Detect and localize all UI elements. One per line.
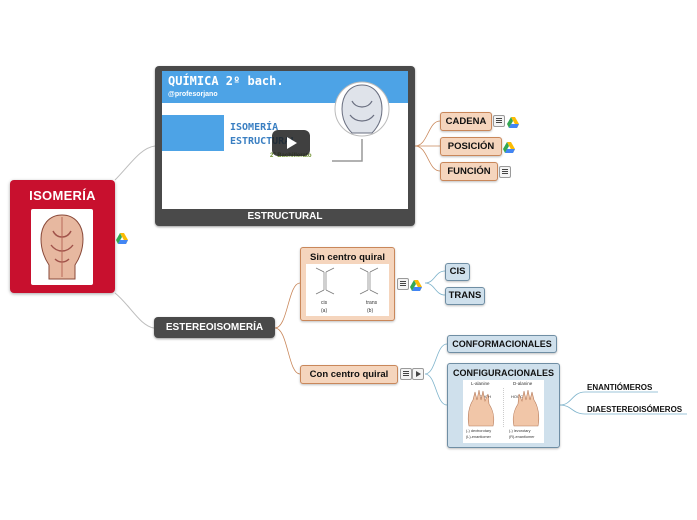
- node-sin-centro-quiral-label: Sin centro quiral: [310, 252, 385, 263]
- node-con-centro-quiral-label: Con centro quiral: [309, 369, 389, 380]
- d-rotation-label: (-) levorotary: [509, 429, 531, 433]
- node-conformacionales[interactable]: CONFORMACIONALES: [447, 335, 557, 353]
- root-title: ISOMERÍA: [29, 188, 96, 203]
- cis-caption: cis: [321, 300, 328, 306]
- node-estructural[interactable]: QUÍMICA 2º bach. @profesorjano ISOMERÍA …: [155, 66, 415, 226]
- notes-icon[interactable]: [493, 115, 505, 127]
- node-cadena[interactable]: CADENA: [440, 112, 492, 131]
- node-estereoisomeria-label: ESTEREOISOMERÍA: [165, 322, 264, 333]
- cis-trans-structure-image: cis trans (a) (b): [306, 264, 389, 316]
- video-subtitle: @profesorjano: [168, 91, 218, 98]
- d-alanine-label: D-alanine: [513, 381, 533, 386]
- video-small-text: 2º Bachillerato: [270, 153, 312, 159]
- google-drive-icon[interactable]: [507, 115, 519, 128]
- video-thumbnail[interactable]: QUÍMICA 2º bach. @profesorjano ISOMERÍA …: [162, 71, 408, 209]
- node-con-centro-quiral[interactable]: Con centro quiral: [300, 365, 398, 384]
- google-drive-icon[interactable]: [116, 231, 128, 244]
- node-trans-label: TRANS: [448, 290, 482, 301]
- root-janus-image: [31, 209, 93, 285]
- node-trans[interactable]: TRANS: [445, 287, 485, 305]
- google-drive-icon[interactable]: [410, 278, 422, 291]
- video-janus-image: [332, 81, 390, 162]
- l-enantiomer-label: (L)-enantiomer: [466, 435, 491, 439]
- hooc-label: HOOC: [511, 394, 523, 399]
- node-posicion-label: POSICIÓN: [447, 141, 495, 152]
- google-drive-icon[interactable]: [503, 140, 515, 153]
- node-posicion[interactable]: POSICIÓN: [440, 137, 502, 156]
- node-diaestereoisomeros-label: DIAESTEREOISÓMEROS: [587, 405, 683, 414]
- trans-caption-letter: (b): [367, 308, 374, 314]
- alanine-hands-image: L-alanine D-alanine COOH HOOC (-) dextro…: [463, 380, 544, 443]
- node-configuracionales[interactable]: CONFIGURACIONALES L-alanine D-alanine CO…: [447, 363, 560, 448]
- video-heading-line2: ESTRUCTURAL: [230, 136, 297, 147]
- node-conformacionales-label: CONFORMACIONALES: [452, 339, 552, 349]
- video-side-band: [162, 115, 224, 151]
- notes-icon[interactable]: [397, 278, 409, 290]
- arrow-right-icon[interactable]: [412, 368, 424, 380]
- node-diaestereoisomeros[interactable]: DIAESTEREOISÓMEROS: [587, 405, 682, 414]
- node-cis-label: CIS: [449, 266, 466, 277]
- node-enantiomeros-label: ENANTIÓMEROS: [587, 383, 653, 392]
- node-configuracionales-label: CONFIGURACIONALES: [453, 368, 554, 378]
- d-enantiomer-label: (R)-enantiomer: [509, 435, 535, 439]
- estructural-label: ESTRUCTURAL: [247, 211, 323, 222]
- l-rotation-label: (-) dextrorotary: [466, 429, 492, 433]
- l-alanine-label: L-alanine: [471, 381, 490, 386]
- video-heading-line1: ISOMERÍA: [230, 122, 279, 133]
- cooh-label: COOH: [479, 394, 491, 399]
- video-heading: ISOMERÍA ESTRUCTURAL: [230, 121, 296, 149]
- node-cis[interactable]: CIS: [445, 263, 470, 281]
- node-funcion[interactable]: FUNCIÓN: [440, 162, 498, 181]
- trans-caption: trans: [366, 300, 378, 306]
- node-funcion-label: FUNCIÓN: [447, 166, 491, 177]
- node-sin-centro-quiral[interactable]: Sin centro quiral cis trans (a) (b): [300, 247, 395, 321]
- video-title: QUÍMICA 2º bach.: [168, 74, 284, 88]
- notes-icon[interactable]: [499, 166, 511, 178]
- play-icon[interactable]: [272, 130, 310, 156]
- notes-icon[interactable]: [400, 368, 412, 380]
- node-cadena-label: CADENA: [445, 116, 487, 127]
- root-node-isomeria[interactable]: ISOMERÍA: [10, 180, 115, 293]
- cis-caption-letter: (a): [321, 308, 328, 314]
- node-estereoisomeria[interactable]: ESTEREOISOMERÍA: [154, 317, 275, 338]
- node-enantiomeros[interactable]: ENANTIÓMEROS: [587, 383, 652, 392]
